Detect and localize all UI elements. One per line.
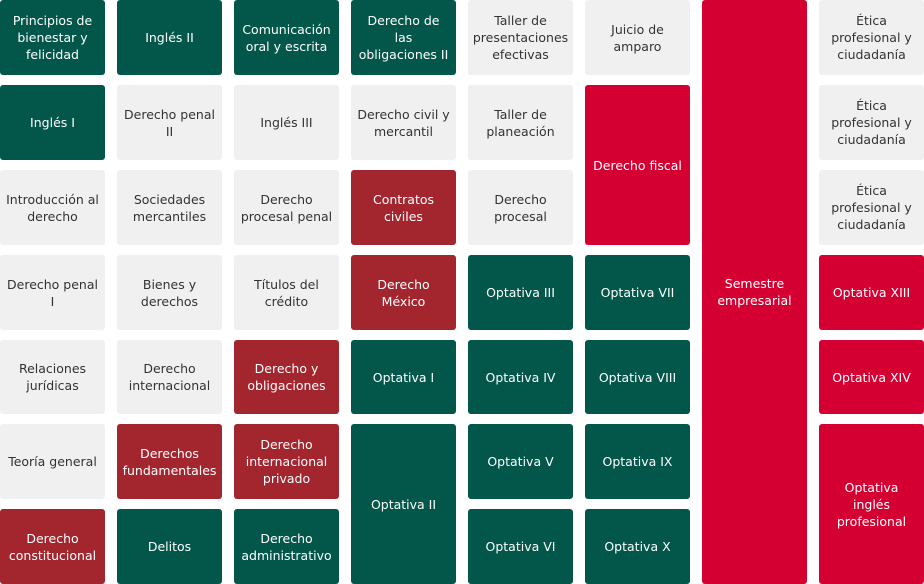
course-optativa-13[interactable]: Optativa XIII	[819, 255, 924, 330]
course-derecho-civil-mercantil[interactable]: Derecho civil y mercantil	[351, 85, 456, 160]
course-derecho-internacional-privado[interactable]: Derecho internacional privado	[234, 424, 339, 499]
course-optativa-2[interactable]: Optativa II	[351, 424, 456, 584]
course-optativa-5[interactable]: Optativa V	[468, 424, 573, 499]
course-derecho-administrativo[interactable]: Derecho administrativo	[234, 509, 339, 584]
course-derecho-fiscal[interactable]: Derecho fiscal	[585, 85, 690, 245]
course-optativa-6[interactable]: Optativa VI	[468, 509, 573, 584]
course-semestre-empresarial[interactable]: Semestre empresarial	[702, 0, 807, 584]
course-derecho-internacional[interactable]: Derecho internacional	[117, 340, 222, 414]
course-comunicacion-oral[interactable]: Comunicación oral y escrita	[234, 0, 339, 75]
course-optativa-10[interactable]: Optativa X	[585, 509, 690, 584]
course-optativa-1[interactable]: Optativa I	[351, 340, 456, 414]
course-ingles-2[interactable]: Inglés II	[117, 0, 222, 75]
course-ingles-1[interactable]: Inglés I	[0, 85, 105, 160]
course-derecho-penal-1[interactable]: Derecho penal I	[0, 255, 105, 330]
course-introduccion-derecho[interactable]: Introducción al derecho	[0, 170, 105, 245]
course-relaciones-juridicas[interactable]: Relaciones jurídicas	[0, 340, 105, 414]
course-ingles-3[interactable]: Inglés III	[234, 85, 339, 160]
course-derechos-fundamentales[interactable]: Derechos fundamentales	[117, 424, 222, 499]
course-contratos-civiles[interactable]: Contratos civiles	[351, 170, 456, 245]
course-titulos-credito[interactable]: Títulos del crédito	[234, 255, 339, 330]
course-bienes-derechos[interactable]: Bienes y derechos	[117, 255, 222, 330]
course-optativa-3[interactable]: Optativa III	[468, 255, 573, 330]
course-derecho-penal-2[interactable]: Derecho penal II	[117, 85, 222, 160]
course-derecho-obligaciones[interactable]: Derecho y obligaciones	[234, 340, 339, 414]
course-optativa-7[interactable]: Optativa VII	[585, 255, 690, 330]
course-derecho-obligaciones-2[interactable]: Derecho de las obligaciones II	[351, 0, 456, 75]
course-optativa-9[interactable]: Optativa IX	[585, 424, 690, 499]
course-optativa-4[interactable]: Optativa IV	[468, 340, 573, 414]
course-sociedades-mercantiles[interactable]: Sociedades mercantiles	[117, 170, 222, 245]
course-derecho-constitucional[interactable]: Derecho constitucional	[0, 509, 105, 584]
course-taller-planeacion[interactable]: Taller de planeación	[468, 85, 573, 160]
course-derecho-mexico[interactable]: Derecho México	[351, 255, 456, 330]
course-etica-profesional-2[interactable]: Ética profesional y ciudadanía	[819, 85, 924, 160]
course-optativa-ingles-profesional[interactable]: Optativa inglés profesional	[819, 424, 924, 584]
course-delitos[interactable]: Delitos	[117, 509, 222, 584]
course-taller-presentaciones[interactable]: Taller de presentaciones efectivas	[468, 0, 573, 75]
course-juicio-amparo[interactable]: Juicio de amparo	[585, 0, 690, 75]
course-etica-profesional-3[interactable]: Ética profesional y ciudadanía	[819, 170, 924, 245]
course-principios-bienestar[interactable]: Principios de bienestar y felicidad	[0, 0, 105, 75]
course-optativa-14[interactable]: Optativa XIV	[819, 340, 924, 414]
course-derecho-procesal[interactable]: Derecho procesal	[468, 170, 573, 245]
course-derecho-procesal-penal[interactable]: Derecho procesal penal	[234, 170, 339, 245]
course-optativa-8[interactable]: Optativa VIII	[585, 340, 690, 414]
course-etica-profesional-1[interactable]: Ética profesional y ciudadanía	[819, 0, 924, 75]
course-teoria-general[interactable]: Teoría general	[0, 424, 105, 499]
